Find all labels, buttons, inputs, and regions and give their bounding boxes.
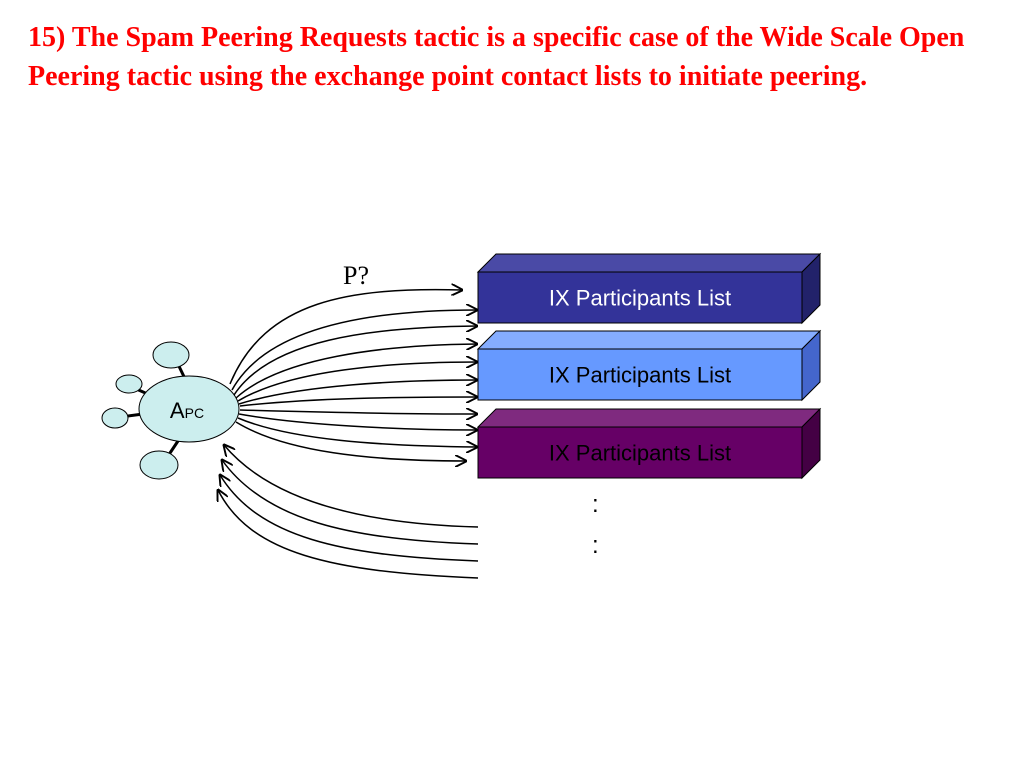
list-box-label: IX Participants List [549,286,731,311]
request-arrow [239,397,477,407]
satellite-node [139,450,179,480]
satellite-node [152,341,190,369]
satellite-node [101,407,129,429]
request-arrow [238,413,477,430]
request-arrow [238,380,477,405]
list-box-label: IX Participants List [549,441,731,466]
ix-participants-list-2: IX Participants List [476,329,822,402]
continuation-dots: : [592,491,599,518]
list-box-label: IX Participants List [549,363,731,388]
list-box-top [476,330,822,350]
response-arrow [220,475,479,562]
request-arrow [229,290,462,385]
list-box-front [477,271,803,324]
outgoing-request-arrows [229,290,477,461]
request-arrow [237,417,477,447]
request-label: P? [343,261,369,290]
list-box-front [477,348,803,401]
ix-lists: IX Participants List IX Participants List… [476,252,822,480]
incoming-response-arrows [218,445,479,579]
continuation-dots: : [592,532,599,559]
list-box-front [477,426,803,479]
node-label-main: A [170,398,185,423]
request-arrow [235,344,477,399]
list-box-top [476,408,822,428]
request-arrow [239,410,477,414]
ix-participants-list-3: IX Participants List [476,407,822,480]
slide-title: 15) The Spam Peering Requests tactic is … [28,22,965,92]
response-arrow [222,460,479,545]
response-arrow [224,445,479,528]
request-arrow [237,362,477,402]
node-label-sub: PC [185,405,204,421]
satellite-nodes [101,341,190,480]
request-arrow [231,310,477,391]
ix-participants-list-1: IX Participants List [476,252,822,325]
list-box-top [476,253,822,273]
satellite-node [115,374,143,394]
request-arrow [235,421,466,461]
response-arrow [218,490,479,579]
request-arrow [233,326,477,396]
svg-text:APC: APC [170,398,204,423]
peering-coordinator-node: APC [138,375,240,443]
